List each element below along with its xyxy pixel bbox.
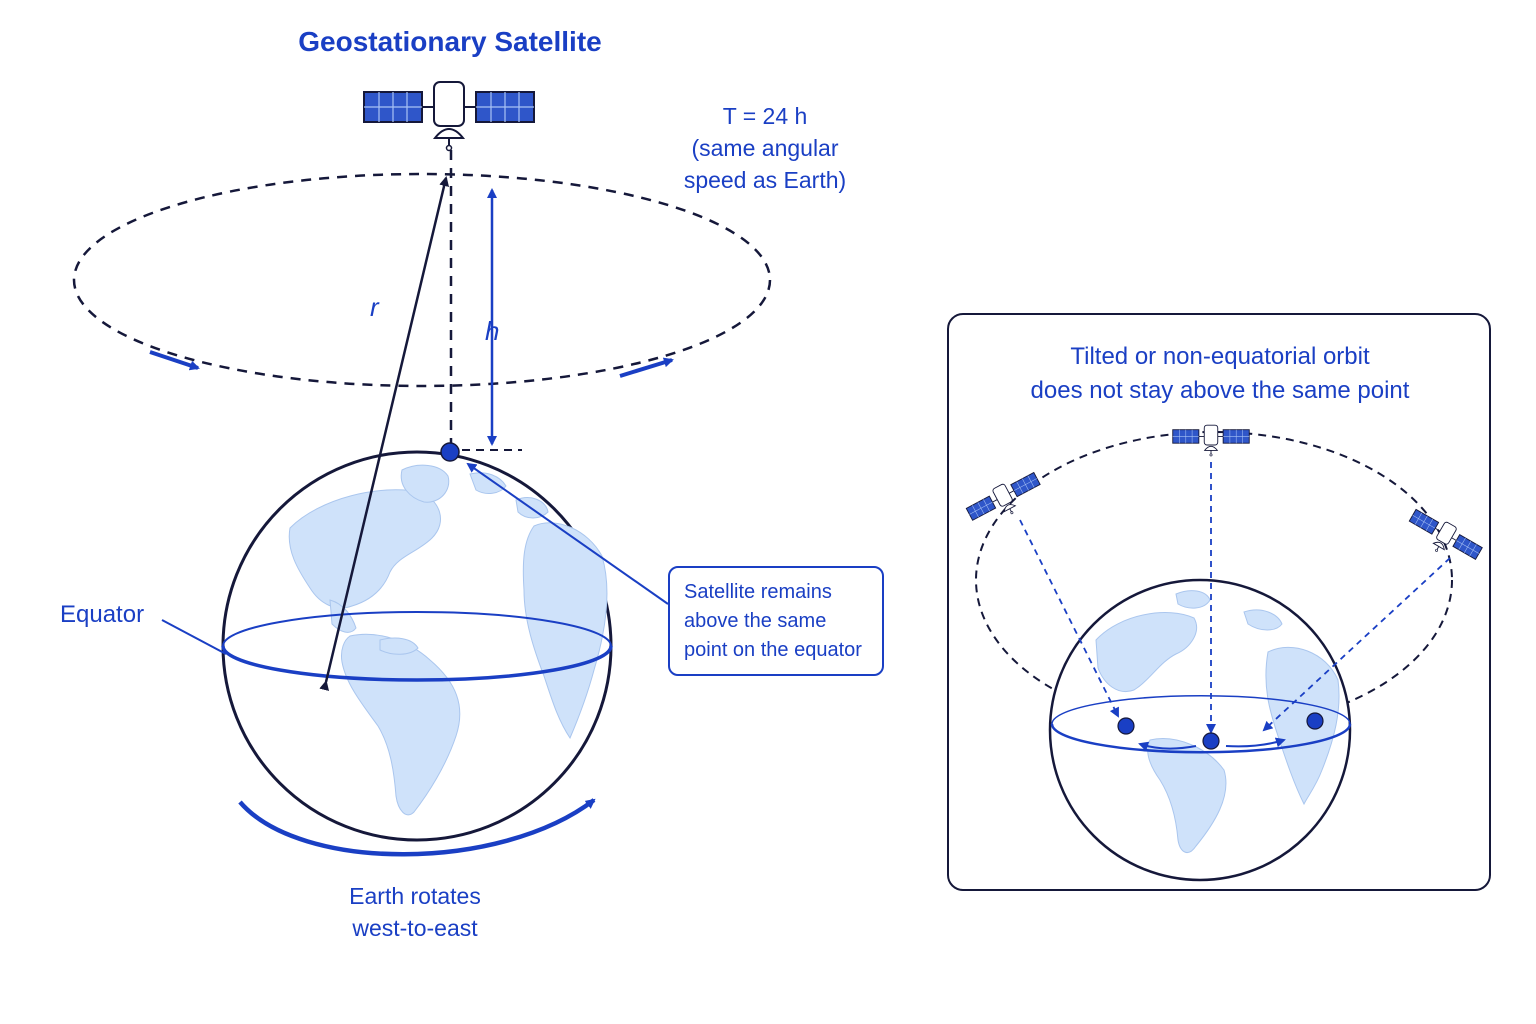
callout-line-2: above the same (684, 610, 827, 632)
orbit-arrow (619, 357, 674, 378)
radius-vector (319, 176, 450, 691)
callout-line-3: point on the equator (684, 639, 862, 661)
satellite-icon (363, 81, 535, 152)
inset-title-line-1: Tilted or non-equatorial orbit (1070, 343, 1370, 370)
rotation-line-2: west-to-east (352, 915, 478, 941)
earth-globe (221, 450, 613, 842)
altitude-label: h (485, 316, 500, 346)
callout-leader (466, 462, 669, 605)
diagram-title: Geostationary Satellite (298, 26, 602, 57)
rotation-label: Earth rotates west-to-east (300, 880, 530, 944)
callout-line-1: Satellite remains (684, 581, 832, 603)
radius-label: r (370, 292, 379, 322)
rotation-arrow (238, 798, 596, 857)
inset-title: Tilted or non-equatorial orbit does not … (985, 340, 1455, 408)
inset-panel (947, 313, 1491, 891)
period-line-2: (same angular (691, 135, 839, 161)
period-line-1: T = 24 h (722, 103, 808, 129)
rotation-line-1: Earth rotates (349, 883, 481, 909)
orbit-arrow (149, 350, 200, 371)
callout-box: Satellite remains above the same point o… (668, 566, 884, 676)
inset-drawing (963, 424, 1485, 882)
sub-satellite-point (440, 442, 460, 462)
tilted-orbit (975, 431, 1453, 729)
period-line-3: speed as Earth) (683, 167, 847, 193)
equator-leader (161, 619, 227, 655)
period-label: T = 24 h (same angular speed as Earth) (660, 100, 870, 196)
inset-title-line-2: does not stay above the same point (1030, 377, 1410, 404)
equator-label: Equator (60, 601, 145, 628)
